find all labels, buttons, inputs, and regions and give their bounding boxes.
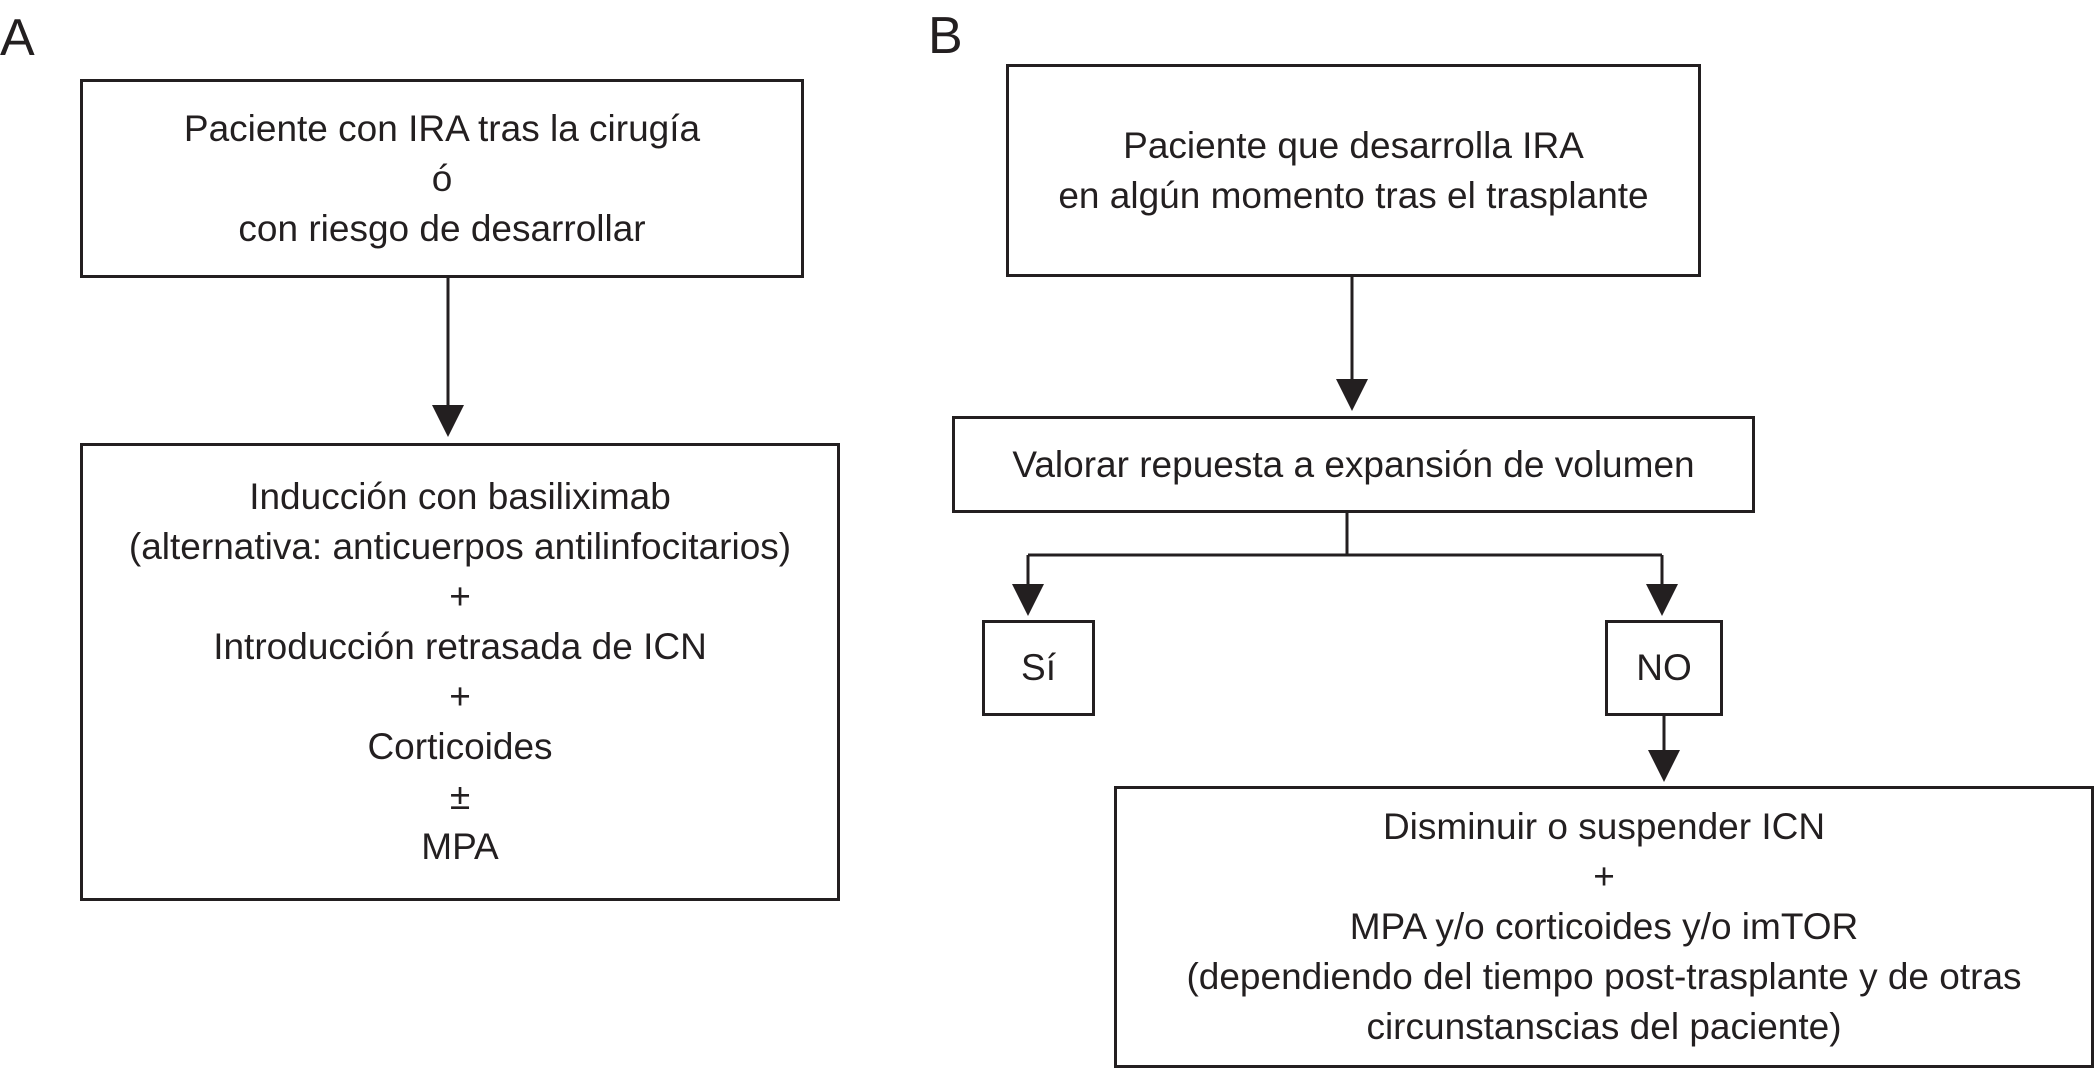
panel-b-yes-box: Sí [982, 620, 1095, 716]
panel-a-treatment-line-2: (alternativa: anticuerpos antilinfocitar… [128, 526, 792, 567]
panel-a-treatment-line-7: ± [449, 776, 471, 817]
panel-a-treatment-line-8: MPA [421, 826, 499, 867]
panel-b-no-label: NO [1636, 647, 1692, 688]
panel-b-start-line-2: en algún momento tras el trasplante [1058, 174, 1649, 216]
arrowhead-b-action [1648, 750, 1680, 782]
panel-b-action-line-2: + [1593, 856, 1615, 897]
panel-b-label: B [928, 7, 963, 65]
panel-a-treatment-line-4: Introducción retrasada de ICN [213, 626, 707, 667]
panel-b-action-line-4: (dependiendo del tiempo post-trasplante … [1186, 956, 2022, 997]
panel-a-treatment-line-1: Inducción con basiliximab [249, 476, 671, 517]
panel-b-action-line-1: Disminuir o suspender ICN [1382, 806, 1826, 847]
panel-b-no-box: NO [1605, 620, 1723, 716]
panel-a-label: A [0, 9, 35, 67]
panel-b-action-line-3: MPA y/o corticoides y/o imTOR [1349, 906, 1859, 947]
panel-a-treatment-line-5: + [449, 676, 471, 717]
arrowhead-a-treatment [432, 405, 464, 437]
panel-a-start-line-1: Paciente con IRA tras la cirugía [183, 107, 701, 149]
panel-b-action-box: Disminuir o suspender ICN + MPA y/o cort… [1114, 786, 2094, 1068]
arrowhead-b-yes [1012, 584, 1044, 616]
panel-a-treatment-line-6: Corticoides [367, 726, 553, 767]
panel-b-start-box: Paciente que desarrolla IRA en algún mom… [1006, 64, 1701, 277]
panel-b-action-line-5: circunstanscias del paciente) [1366, 1006, 1842, 1047]
arrowhead-b-assess [1336, 379, 1368, 411]
panel-b-start-line-1: Paciente que desarrolla IRA [1123, 124, 1584, 166]
panel-b-assess-box: Valorar repuesta a expansión de volumen [952, 416, 1755, 513]
panel-a-start-box: Paciente con IRA tras la cirugía ó con r… [80, 79, 804, 278]
panel-b-assess-line-1: Valorar repuesta a expansión de volumen [1012, 443, 1695, 485]
panel-a-start-line-2: ó [431, 157, 453, 199]
panel-b-yes-label: Sí [1021, 647, 1056, 688]
panel-a-treatment-line-3: + [449, 576, 471, 617]
panel-a-treatment-box: Inducción con basiliximab (alternativa: … [80, 443, 840, 901]
panel-a-start-line-3: con riesgo de desarrollar [238, 207, 646, 249]
arrowhead-b-no [1646, 584, 1678, 616]
